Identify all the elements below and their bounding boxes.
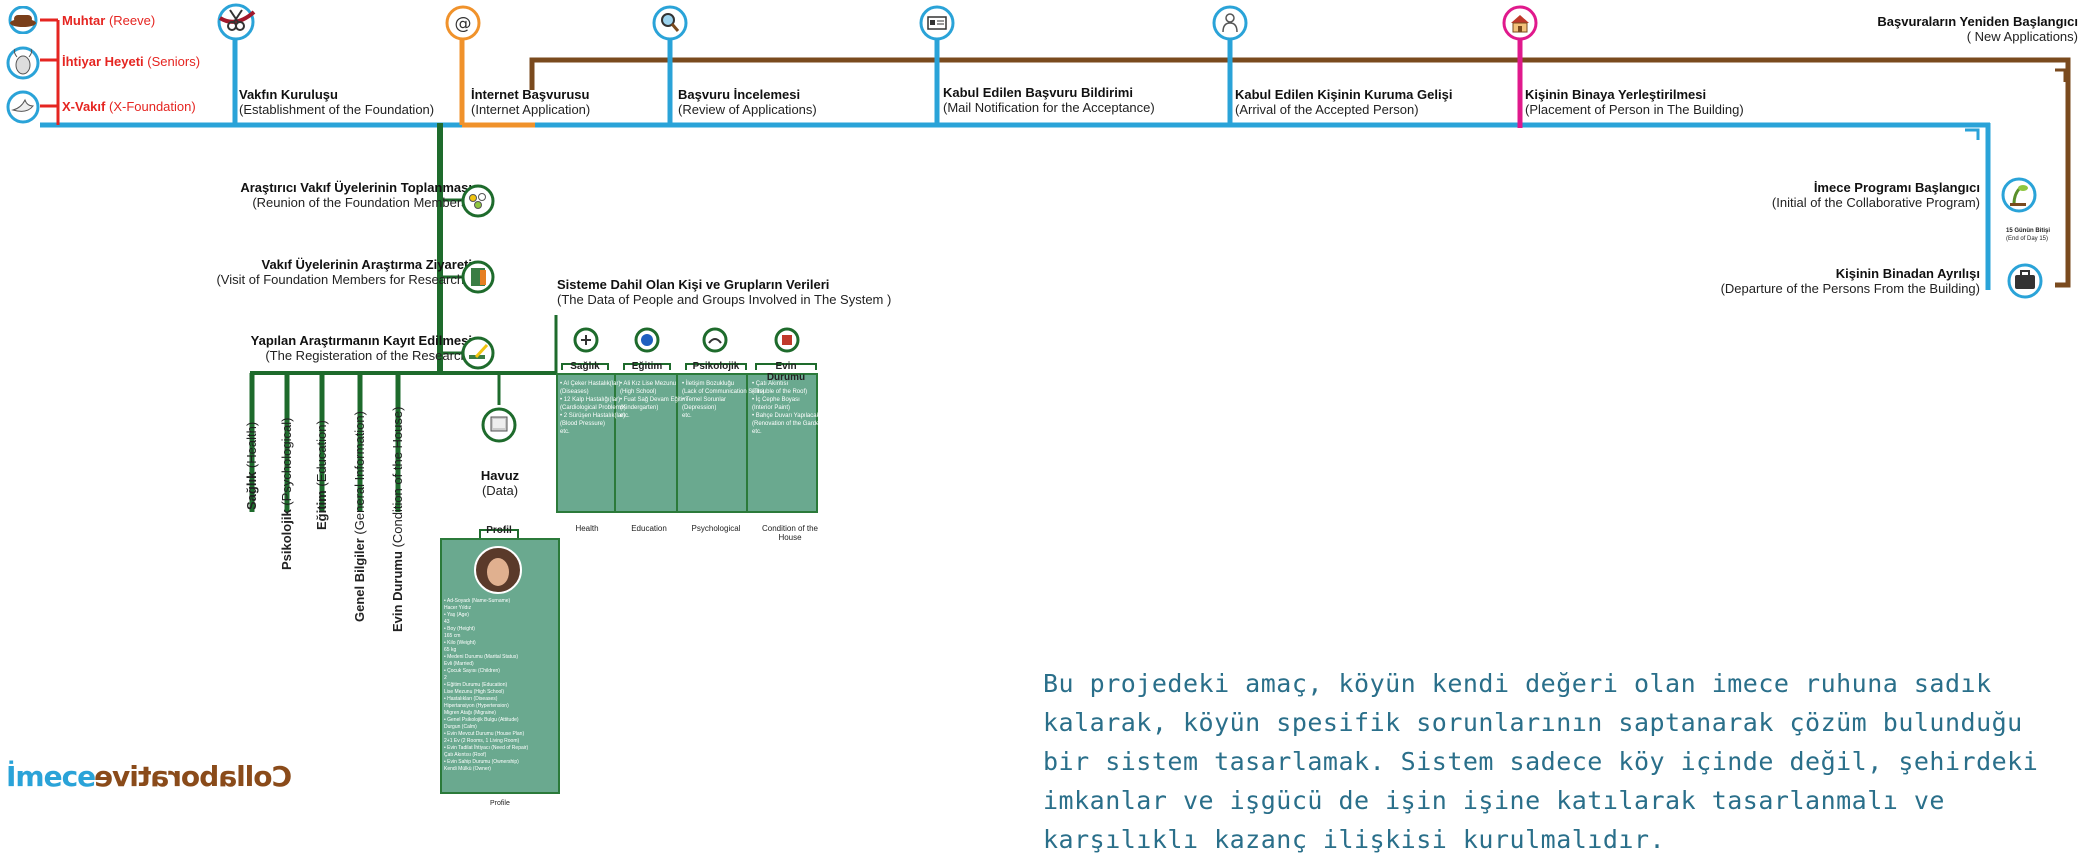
project-statement: Bu projedeki amaç, köyün kendi değeri ol…	[1043, 669, 2039, 854]
brown-bracket	[2055, 68, 2067, 82]
at-sign-icon: @	[444, 4, 482, 47]
house-condition-icon	[773, 326, 801, 359]
card-head-health: Sağlık	[570, 361, 600, 372]
profile-lines: • Ad-Soyadı (Name-Surname) Hacer Yıldız•…	[444, 598, 529, 772]
pencil-icon	[460, 335, 496, 376]
day-15-sub: (End of Day 15)	[2006, 236, 2049, 242]
timeline-step-mail-notification: Kabul Edilen Başvuru Bildirimi(Mail Noti…	[943, 85, 1155, 115]
suitcase-icon	[2006, 262, 2044, 305]
group-icon	[460, 183, 496, 224]
profile-foot: Profile	[490, 800, 510, 807]
card-foot-education: Education	[631, 524, 667, 533]
goat-icon	[6, 46, 40, 85]
card-lines-house: • Çatı Akıntısı(Trouble of the Roof)• İç…	[752, 381, 838, 435]
pool-label: Havuz(Data)	[480, 468, 520, 498]
card-lines-psychological: • İletişim Bozukluğu(Lack of Communicati…	[682, 381, 765, 419]
card-lines-education: • Ali Kız Lise Mezunu(High School)• Fuat…	[620, 381, 688, 419]
category-label-psychological: Psikolojik (Psychological)	[279, 417, 294, 570]
ribbon-cut-icon	[216, 2, 256, 47]
hat-icon	[6, 5, 40, 39]
research-step-reunion: Araştırıcı Vakıf Üyelerinin Toplanması(R…	[240, 180, 472, 210]
card-lines-health: • Al Çeker Hastalık(lar)(Diseases)• 12 K…	[560, 381, 626, 435]
avatar	[473, 545, 523, 600]
magnifier-icon	[651, 4, 689, 47]
system-data-label: Sisteme Dahil Olan Kişi ve Grupların Ver…	[557, 277, 892, 307]
health-icon	[572, 326, 600, 359]
dove-icon	[6, 90, 40, 129]
globe-icon	[633, 326, 661, 359]
house-icon	[1501, 4, 1539, 47]
category-label-house: Evin Durumu (Condition of the House)	[390, 406, 405, 632]
profile-head: Profil	[486, 525, 512, 536]
imece-process-diagram: Muhtar (Reeve) İhtiyar Heyeti (Seniors) …	[6, 2, 2078, 854]
brand-part-collaborative: Collaborative	[95, 760, 293, 793]
brown-return-line	[529, 57, 2071, 288]
category-label-general: Genel Bilgiler (General Information)	[352, 411, 367, 622]
day-15-title: 15 Günün Bitişi	[2006, 228, 2051, 234]
card-foot-psychological: Psychological	[691, 524, 741, 533]
card-head-education: Eğitim	[631, 361, 663, 372]
timeline-step-arrival: Kabul Edilen Kişinin Kuruma Gelişi(Arriv…	[1235, 87, 1453, 117]
legend-label-seniors: İhtiyar Heyeti (Seniors)	[62, 54, 201, 69]
card-foot-health: Health	[575, 524, 599, 533]
sprout-icon	[2000, 176, 2038, 219]
system-data-panel	[556, 373, 818, 513]
category-label-education: Eğitim (Education)	[314, 420, 329, 530]
timeline-step-review: Başvuru İncelemesi(Review of Application…	[678, 87, 817, 117]
legend-label-muhtar: Muhtar (Reeve)	[62, 13, 156, 28]
card-head-psychological: Psikolojik	[692, 361, 740, 372]
psychology-icon	[701, 326, 729, 359]
brand-part-imece: İmece	[6, 760, 96, 793]
category-label-health: Sağlık (Health)	[244, 421, 259, 510]
mail-icon	[918, 4, 956, 47]
brand-logo: İmeceCollaborative	[6, 760, 292, 793]
timeline-step-internet-application: İnternet Başvurusu(Internet Application)	[471, 87, 591, 117]
svg-text:@: @	[455, 14, 472, 34]
database-icon	[480, 406, 518, 449]
blue-bracket	[1965, 128, 1980, 140]
door-icon	[460, 259, 496, 300]
person-icon	[1211, 4, 1249, 47]
card-head-house: Evin Durumu	[766, 361, 806, 383]
flow-lines	[40, 18, 2071, 538]
research-step-registration: Yapılan Araştırmanın Kayıt Edilmesi(The …	[250, 333, 472, 363]
departure-label: Kişinin Binadan Ayrılışı(Departure of th…	[1720, 266, 1980, 296]
timeline-step-foundation: Vakfın Kuruluşu(Establishment of the Fou…	[239, 87, 435, 117]
research-step-visit: Vakıf Üyelerinin Araştırma Ziyareti(Visi…	[216, 257, 472, 287]
program-start-label: İmece Programı Başlangıcı(Initial of the…	[1771, 180, 1980, 210]
legend-label-foundation: X-Vakıf (X-Foundation)	[62, 99, 196, 114]
restart-label: Başvuraların Yeniden Başlangıcı( New App…	[1877, 14, 2078, 44]
timeline-step-placement: Kişinin Binaya Yerleştirilmesi(Placement…	[1525, 87, 1744, 117]
card-foot-house: Condition of the House	[761, 524, 819, 542]
